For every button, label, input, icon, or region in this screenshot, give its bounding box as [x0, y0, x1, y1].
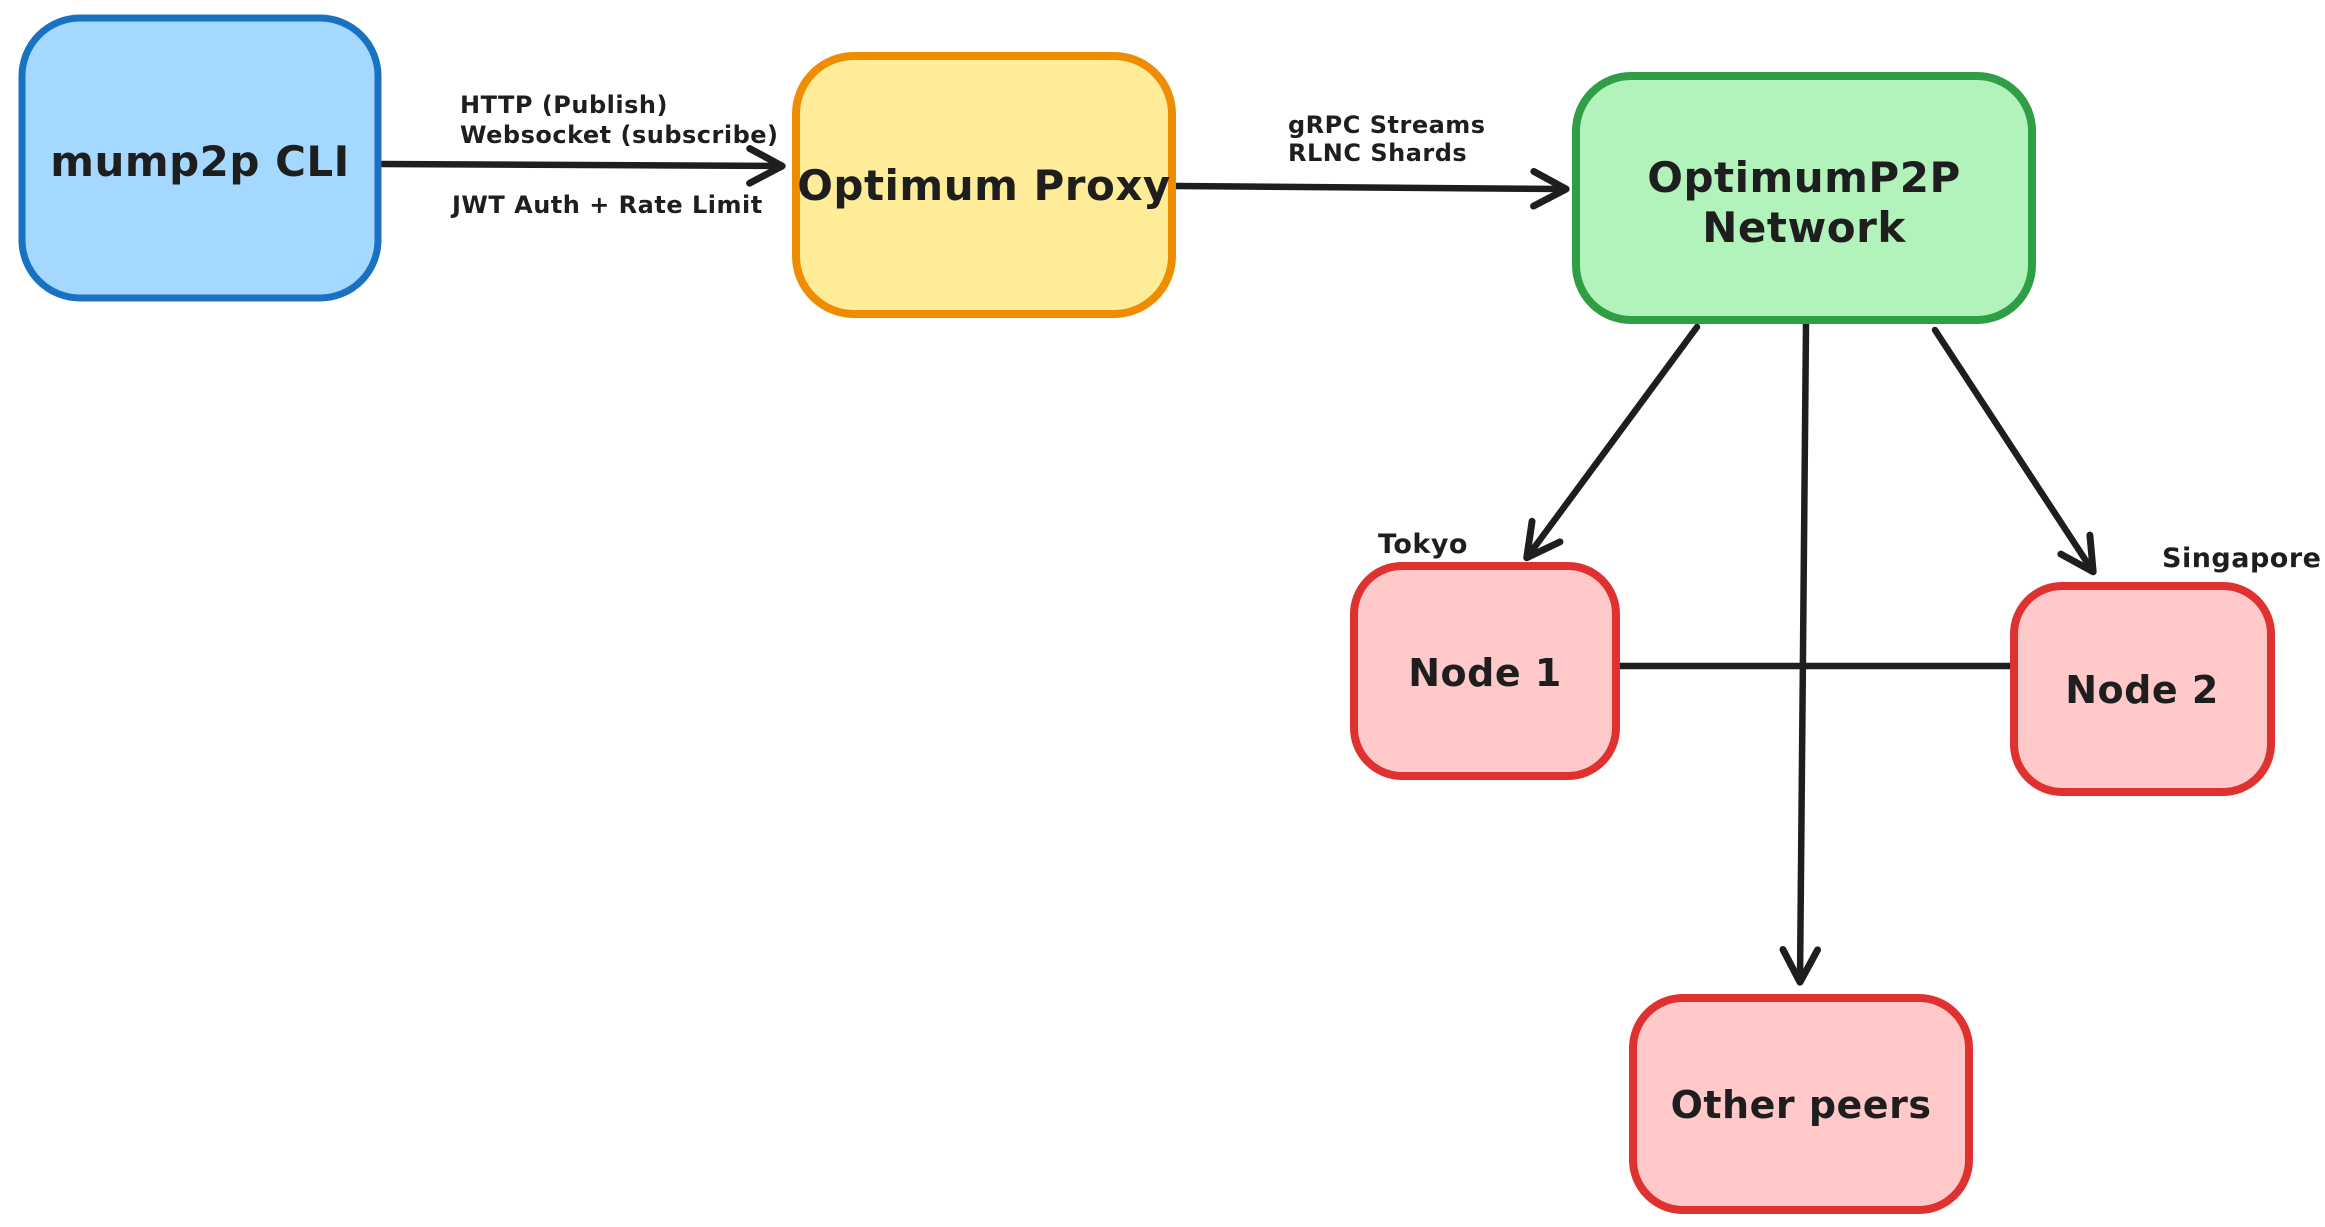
cli-node-label: mump2p CLI — [50, 137, 350, 186]
network-to-other-peers-arrow — [1779, 320, 1822, 986]
node1-label: Node 1 — [1408, 651, 1562, 695]
cli-to-proxy-label-http: HTTP (Publish) — [460, 91, 668, 119]
network-node-label-line2: Network — [1702, 203, 1906, 252]
other-peers-label: Other peers — [1671, 1083, 1932, 1127]
proxy-node-label: Optimum Proxy — [797, 161, 1171, 210]
network-to-node2-arrow — [1931, 326, 2097, 576]
network-node-box — [1572, 72, 2036, 324]
other-peers-box — [1629, 994, 1973, 1214]
cli-node-box — [18, 14, 382, 302]
cli-to-proxy-label-jwt: JWT Auth + Rate Limit — [450, 191, 763, 219]
node1-region-label: Tokyo — [1378, 529, 1468, 560]
proxy-node-box — [792, 52, 1176, 318]
node1-box — [1350, 562, 1620, 780]
node2-region-label: Singapore — [2162, 543, 2321, 574]
proxy-to-network-label-grpc: gRPC Streams — [1288, 111, 1486, 139]
node2-box — [2010, 582, 2275, 796]
proxy-to-network-arrow — [1172, 167, 1570, 210]
network-to-node1-arrow — [1523, 323, 1701, 562]
proxy-to-network-label-rlnc: RLNC Shards — [1288, 139, 1467, 167]
cli-to-proxy-label-websocket: Websocket (subscribe) — [460, 121, 779, 149]
node2-label: Node 2 — [2065, 668, 2219, 712]
cli-to-proxy-arrow — [378, 145, 786, 187]
network-node-label-line1: OptimumP2P — [1647, 153, 1960, 202]
